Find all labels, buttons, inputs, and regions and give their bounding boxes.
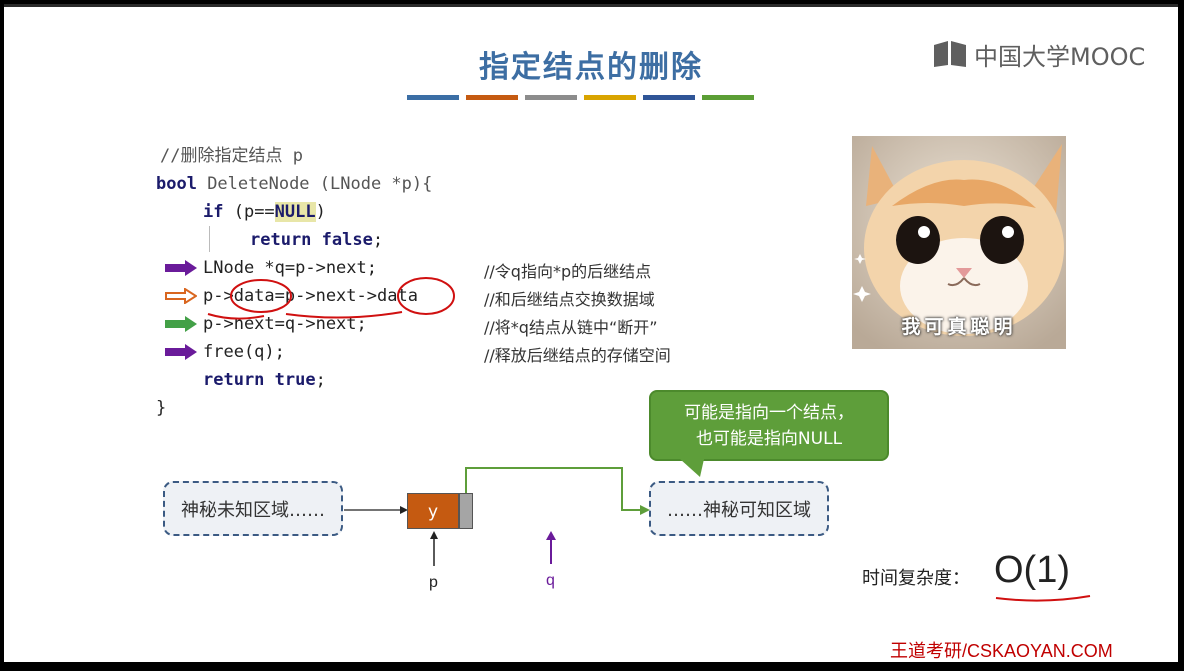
color-bar-orange [466, 95, 518, 100]
mooc-logo-text: 中国大学MOOC [974, 42, 1146, 71]
comment-line-6: //和后继结点交换数据域 [484, 290, 655, 309]
bubble-line-2: 也可能是指向NULL [695, 429, 843, 449]
complexity-underline [995, 595, 1091, 602]
if-cond-a: (p== [223, 202, 275, 222]
node-next-field [459, 493, 473, 529]
node-data-field: y [407, 493, 459, 529]
meme-caption: 我可真聪明 [901, 316, 1017, 338]
green-arrow-icon [165, 316, 197, 332]
code-line-8: free(q); [203, 342, 285, 362]
code-line-9: return true; [203, 368, 326, 392]
pointer-p-label: p [429, 574, 438, 591]
keyword-if: if [203, 202, 224, 222]
bubble-tail [680, 459, 704, 477]
indent-guide [209, 226, 210, 252]
speech-bubble: 可能是指向一个结点， 也可能是指向NULL [649, 390, 889, 461]
red-annotation-marks [207, 277, 455, 320]
keyword-false: false [321, 230, 373, 250]
cat-meme-image: 我可真聪明 [852, 136, 1066, 349]
if-cond-b: ) [315, 202, 326, 222]
orange-outline-arrow-icon [165, 288, 197, 304]
function-signature: DeleteNode (LNode *p){ [196, 174, 433, 194]
null-highlight: NULL [274, 202, 316, 222]
comment-line-7: //将*q结点从链中“断开” [484, 318, 658, 337]
code-line-1: //删除指定结点 p [160, 146, 303, 166]
slide-title: 指定结点的删除 [479, 50, 703, 85]
semicolon: ; [372, 230, 384, 250]
code-line-2: bool DeleteNode (LNode *p){ [156, 172, 432, 196]
purple-arrow-icon-2 [165, 344, 197, 360]
keyword-return-2: return [203, 370, 275, 390]
purple-arrow-icon [165, 260, 197, 276]
keyword-bool: bool [156, 174, 197, 194]
semicolon-2: ; [315, 370, 326, 390]
color-bar-gray [525, 95, 577, 100]
complexity-label: 时间复杂度： [862, 568, 970, 589]
color-bar-blue [407, 95, 459, 100]
slide: 指定结点的删除 中国大学MOOC //删除指定结点 p bool DeleteN… [4, 4, 1178, 662]
comment-line-8: //释放后继结点的存储空间 [484, 346, 671, 365]
code-line-10: } [156, 398, 167, 418]
left-unknown-region: 神秘未知区域…… [163, 481, 343, 536]
pointer-q-label: q [546, 572, 555, 589]
keyword-return: return [250, 230, 322, 250]
code-line-5: LNode *q=p->next; [203, 258, 377, 278]
mooc-logo: 中国大学MOOC [932, 37, 1145, 71]
code-line-6: p->data=p->next->data [203, 286, 418, 306]
footer-brand: 王道考研/CSKAOYAN.COM [890, 641, 1113, 661]
keyword-true: true [274, 370, 316, 390]
code-line-4: return false; [250, 228, 383, 252]
right-known-region: ……神秘可知区域 [649, 481, 829, 536]
code-line-3: if (p==NULL) [203, 200, 326, 224]
comment-line-5: //令q指向*p的后继结点 [484, 262, 652, 281]
top-border [4, 4, 1178, 7]
color-bar-navy [643, 95, 695, 100]
complexity-value: O(1) [994, 549, 1070, 591]
bubble-line-1: 可能是指向一个结点， [684, 403, 854, 423]
color-bar-green [702, 95, 754, 100]
color-bar-yellow [584, 95, 636, 100]
cat-illustration [852, 136, 1066, 349]
mooc-book-icon [934, 41, 966, 67]
